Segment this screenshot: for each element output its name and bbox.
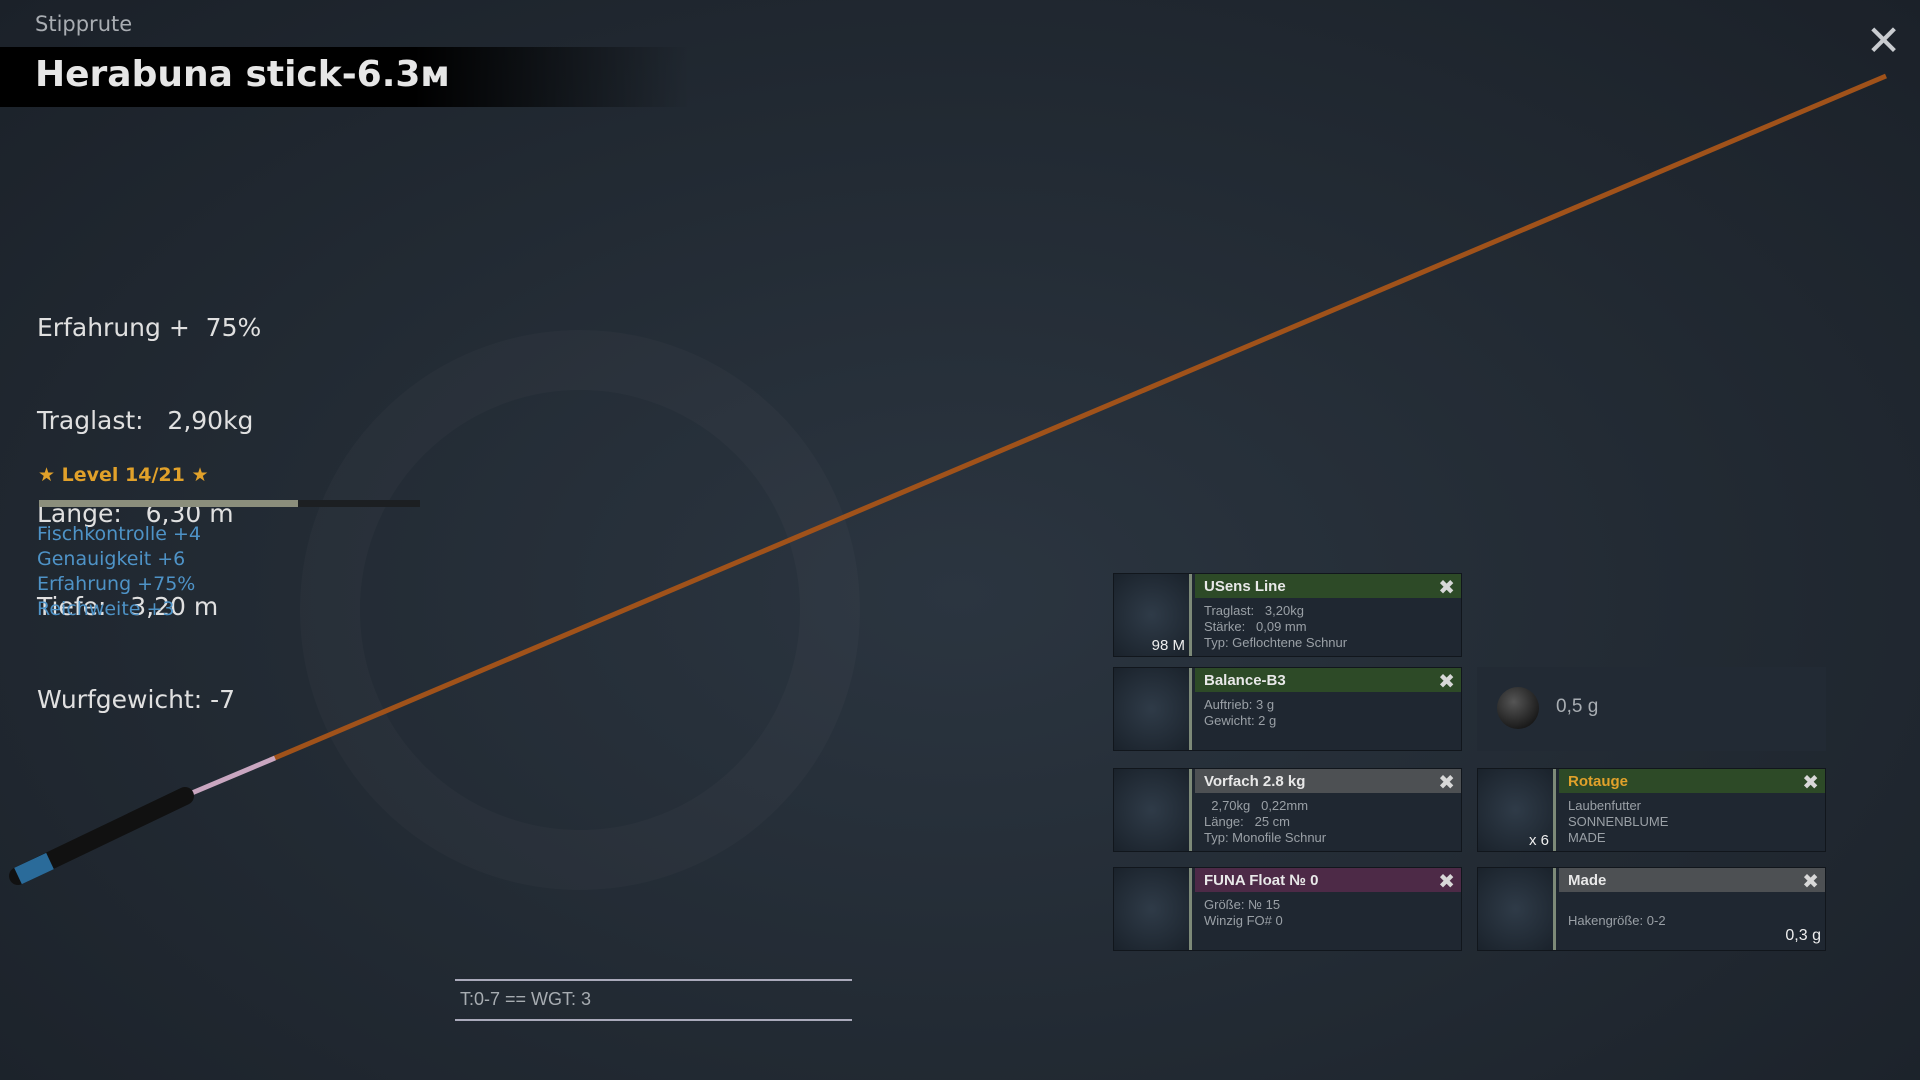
slot-title: Balance-B3 [1195,668,1461,692]
item-category: Stipprute [35,12,133,36]
slot-line[interactable]: 98 M USens Line ✖ Traglast: 3,20kg Stärk… [1113,573,1462,657]
slot-details: Auftrieb: 3 g Gewicht: 2 g [1204,697,1277,728]
slot-details: Größe: № 15 Winzig FO# 0 [1204,897,1283,928]
rod-blank [269,73,1887,763]
remove-bait-button[interactable]: ✖ [1802,871,1819,893]
slot-float[interactable]: Balance-B3 ✖ Auftrieb: 3 g Gewicht: 2 g [1113,667,1462,751]
perk-item: Erfahrung +75% [37,573,196,595]
tackle-summary: T:0-7 == WGT: 3 [455,979,852,1021]
slot-title: USens Line [1195,574,1461,598]
slot-leader[interactable]: Vorfach 2.8 kg ✖ 2,70kg 0,22mm Länge: 25… [1113,768,1462,852]
level-progress-bar [39,500,420,507]
remove-hook-button[interactable]: ✖ [1438,871,1455,893]
sinker-weight: 0,5 g [1556,696,1599,717]
leader-icon [1114,769,1192,851]
stat-experience: Erfahrung + 75% [37,313,262,342]
page-title: Herabuna stick-6.3м [35,54,450,95]
slot-bait[interactable]: Made ✖ Hakengröße: 0-2 0,3 g [1477,867,1826,951]
slot-details: Traglast: 3,20kg Stärke: 0,09 mm Typ: Ge… [1204,603,1348,650]
perk-item: Fischkontrolle +4 [37,523,201,545]
float-icon [1114,668,1192,750]
slot-details: Hakengröße: 0-2 [1568,913,1666,928]
bait-weight: 0,3 g [1785,927,1821,944]
slot-title: Rotauge [1559,769,1825,793]
line-length-badge: 98 M [1151,637,1185,654]
rod-butt [14,852,54,885]
stat-depth: Tiefe: 3,20 m [37,592,219,621]
slot-sinker[interactable]: 0,5 g [1477,667,1826,751]
slot-details: Laubenfutter SONNENBLUME MADE [1568,798,1669,845]
stat-cast-weight: Wurfgewicht: -7 [37,685,236,714]
slot-title: FUNA Float № 0 [1195,868,1461,892]
remove-leader-button[interactable]: ✖ [1438,772,1455,794]
maggot-icon [1478,868,1556,950]
groundbait-icon: x 6 [1478,769,1556,851]
stat-load: Traglast: 2,90kg [37,406,254,435]
hook-icon [1114,868,1192,950]
rod-guide [179,755,276,801]
slot-hook[interactable]: FUNA Float № 0 ✖ Größe: № 15 Winzig FO# … [1113,867,1462,951]
level-progress-fill [39,500,299,507]
slot-details: 2,70kg 0,22mm Länge: 25 cm Typ: Monofile… [1204,798,1327,845]
level-label: ★ Level 14/21 ★ [38,464,209,486]
remove-line-button[interactable]: ✖ [1438,577,1455,599]
title-bar [0,47,690,107]
perk-item: Genauigkeit +6 [37,548,186,570]
slot-groundbait[interactable]: x 6 Rotauge ✖ Laubenfutter SONNENBLUME M… [1477,768,1826,852]
rod-stats: Erfahrung + 75% Traglast: 2,90kg Länge: … [37,250,261,746]
line-spool-icon: 98 M [1114,574,1192,656]
sinker-icon [1497,687,1539,729]
remove-float-button[interactable]: ✖ [1438,671,1455,693]
remove-groundbait-button[interactable]: ✖ [1802,772,1819,794]
slot-title: Vorfach 2.8 kg [1195,769,1461,793]
perk-item: Reichweite +3 [37,598,175,620]
perk-list: Fischkontrolle +4 Genauigkeit +6 Erfahru… [37,522,201,622]
close-icon[interactable]: ✕ [1866,17,1902,64]
slot-title: Made [1559,868,1825,892]
bait-count-badge: x 6 [1528,832,1549,849]
